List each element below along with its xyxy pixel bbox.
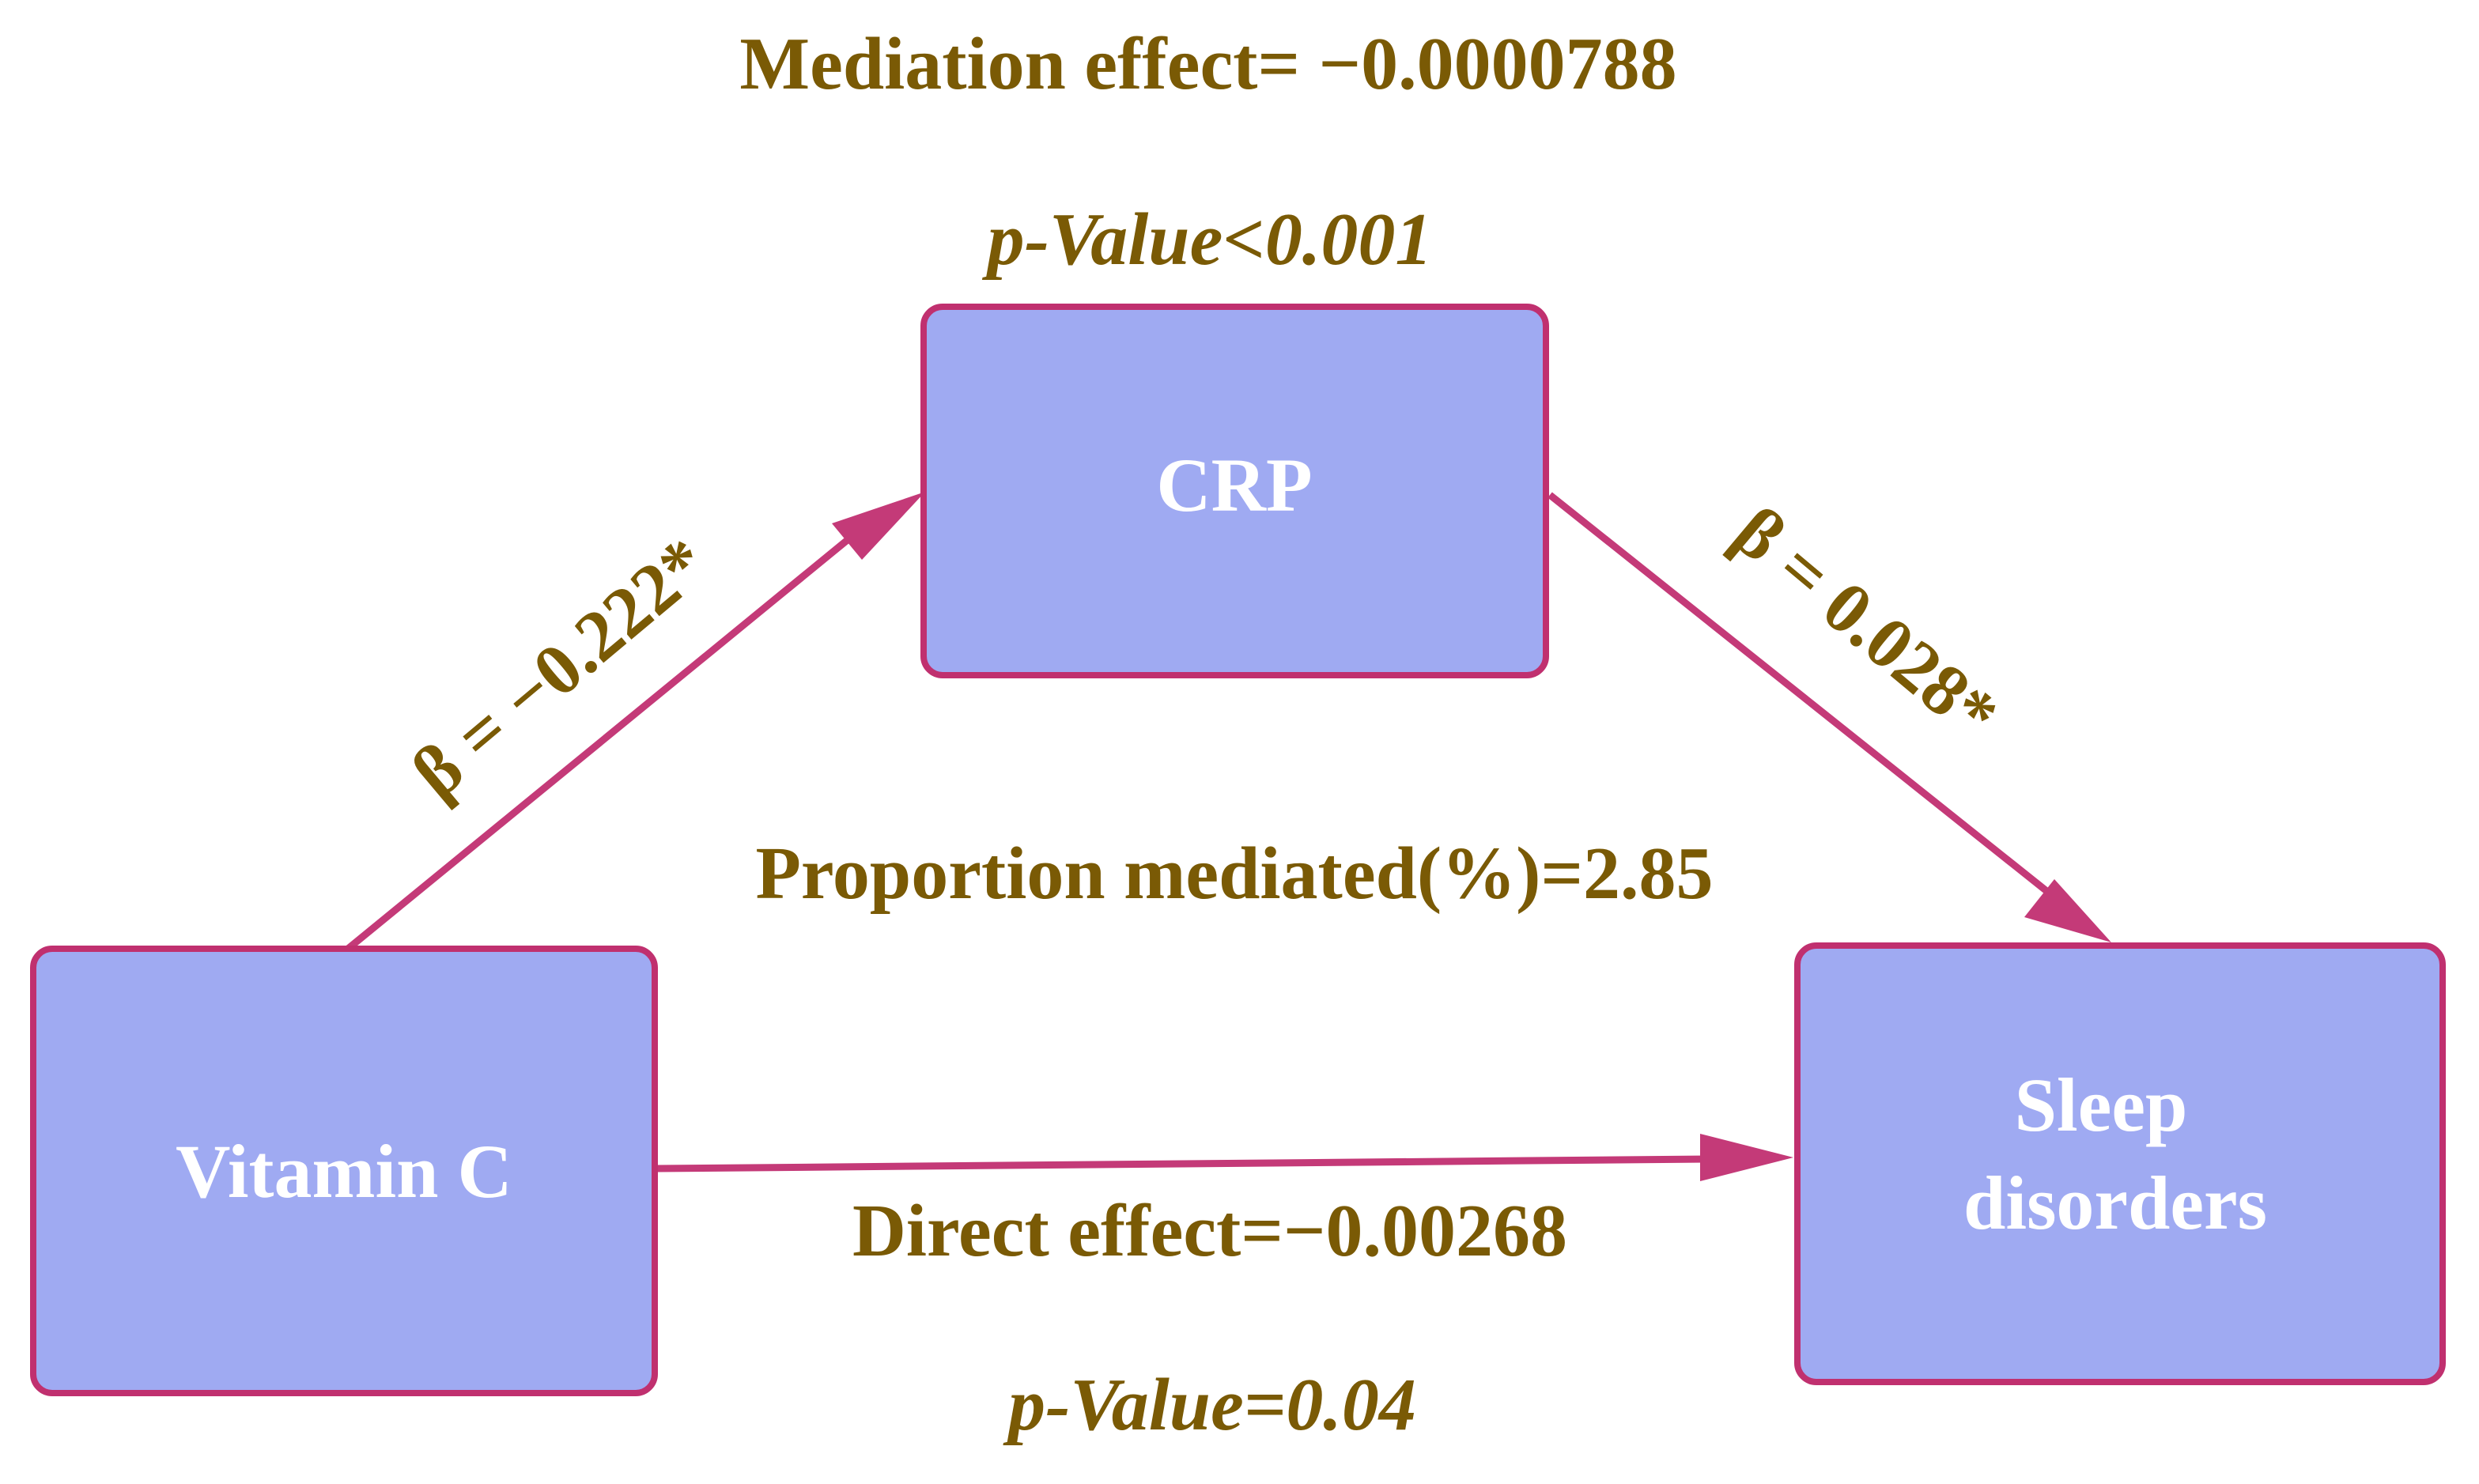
outcome-label-line1: Sleep: [2015, 1063, 2188, 1147]
node-outcome: Sleep disorders: [1794, 942, 2446, 1385]
arrows: [346, 492, 2111, 1181]
arrow-exposure-to-outcome: [656, 1155, 1709, 1172]
direct-p-value: p-Value=0.04: [1003, 1364, 1416, 1446]
direct-effect-label: Direct effect=−0.00268: [852, 1190, 1567, 1272]
mediation-p-value: p-Value<0.001: [982, 198, 1433, 281]
path-label-mediator-to-outcome: β = 0.028*: [1719, 491, 2013, 756]
arrowhead-exposure-to-outcome: [1700, 1134, 1793, 1181]
arrow-exposure-to-mediator: [346, 525, 864, 952]
arrow-mediator-to-outcome: [1547, 492, 2052, 897]
exposure-box: [30, 946, 658, 1396]
outcome-box: [1794, 942, 2446, 1385]
mediator-box: [920, 304, 1549, 678]
mediator-label: CRP: [1156, 443, 1312, 527]
outcome-label-line2: disorders: [1963, 1161, 2267, 1245]
arrowhead-exposure-to-mediator: [832, 492, 925, 560]
path-label-exposure-to-mediator: β = −0.222*: [397, 522, 723, 814]
mediation-effect-label: Mediation effect= −0.0000788: [739, 23, 1676, 105]
exposure-label: Vitamin C: [176, 1129, 512, 1214]
node-exposure: Vitamin C: [30, 946, 658, 1396]
node-mediator: CRP: [920, 304, 1549, 678]
proportion-mediated-label: Proportion mediated(%)=2.85: [755, 833, 1713, 915]
arrowhead-mediator-to-outcome: [2024, 879, 2111, 942]
